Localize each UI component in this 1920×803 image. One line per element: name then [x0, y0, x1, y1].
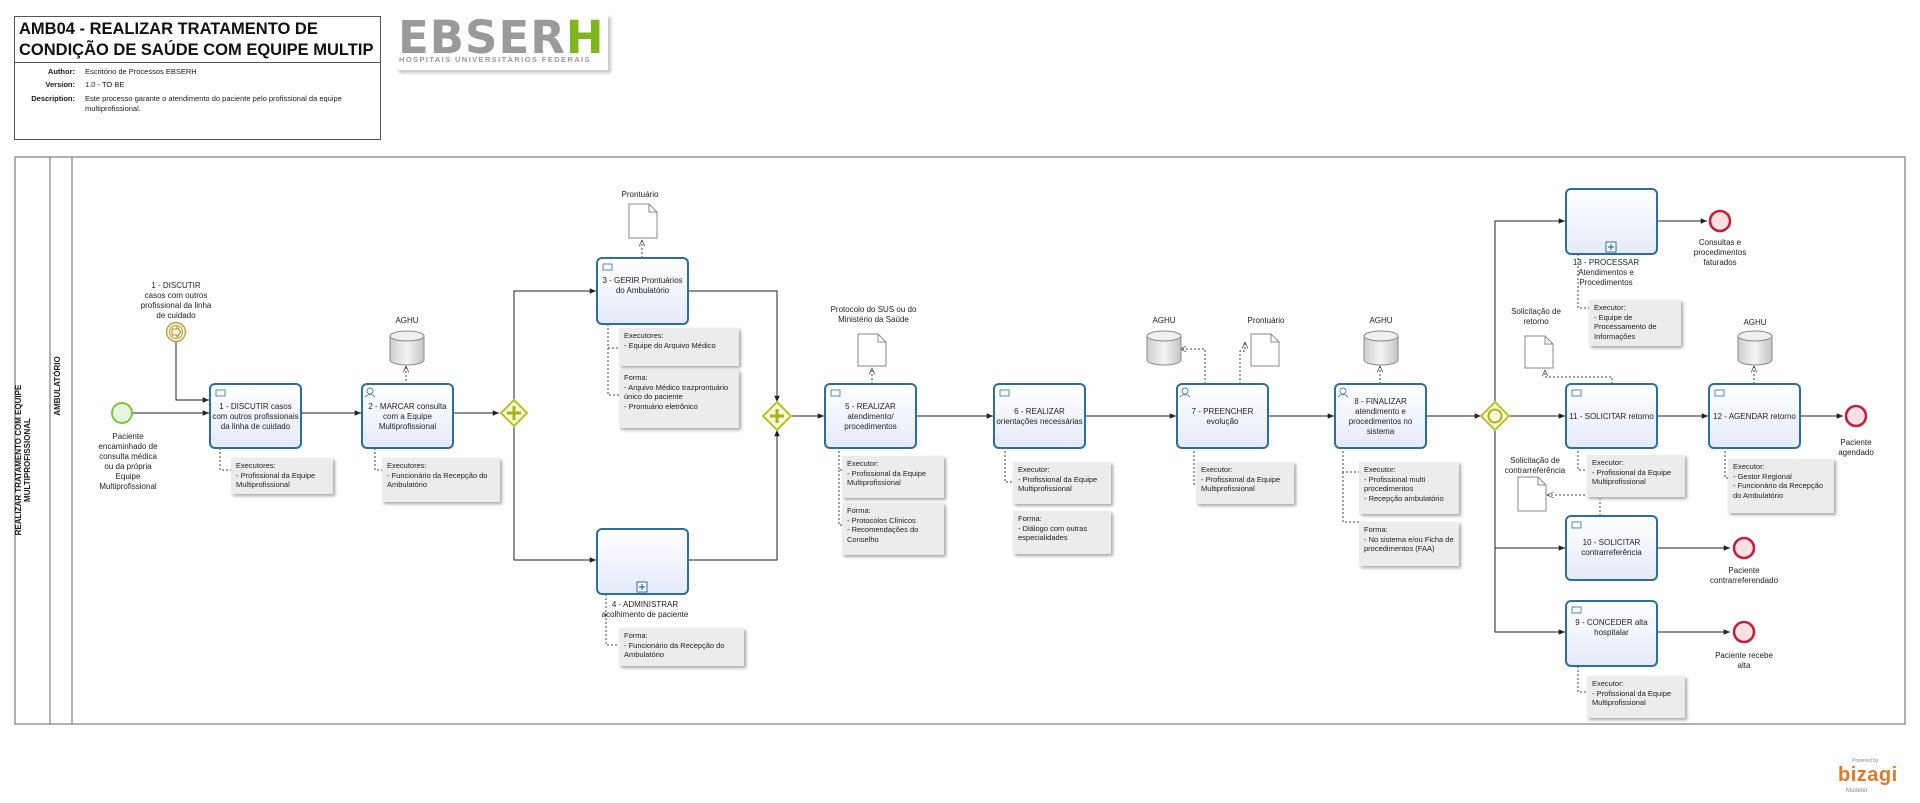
prontuario-label: Prontuário: [1247, 316, 1285, 325]
header-divider: [15, 62, 380, 63]
task-2: 2 - MARCAR consulta com a Equipe Multipr…: [368, 402, 447, 431]
document-icon: [857, 333, 887, 367]
author-value: Escritório de Processos EBSERH: [85, 67, 197, 76]
task-5: 5 - REALIZAR atendimento/ procedimentos: [844, 402, 897, 431]
end-event-agendado-label: Paciente agendado: [1838, 438, 1874, 457]
end-event-faturados-label: Consultas e procedimentos faturados: [1693, 238, 1747, 267]
aghu-datastore-icon: [1146, 330, 1182, 366]
task-7-shape: [1176, 383, 1269, 449]
annotation: Executor: - Profissional da Equipe Multi…: [1196, 462, 1294, 504]
document-icon: [1524, 335, 1554, 369]
lane-label: AMBULATÓRIO: [53, 356, 62, 416]
process-header: AMB04 - REALIZAR TRATAMENTO DE CONDIÇÃO …: [14, 16, 381, 140]
aghu-datastore-icon: [389, 330, 425, 366]
task-5-shape: [824, 383, 917, 449]
annotation: Forma: - Diálogo com outras especialidad…: [1013, 511, 1111, 554]
description-label: Description:: [31, 94, 75, 103]
task-8: 8 - FINALIZAR atendimento e procedimento…: [1348, 397, 1413, 436]
task-10-shape: [1565, 515, 1658, 581]
annotation: Executores: - Equipe do Arquivo Médico: [619, 328, 739, 366]
annotation: Forma: - Arquivo Médico trazprontuário ú…: [619, 370, 739, 428]
annotation: Executor: - Profissional da Equipe Multi…: [842, 456, 944, 498]
task-8-shape: [1334, 383, 1427, 449]
task-11-shape: [1565, 383, 1658, 449]
task-12-shape: [1708, 383, 1801, 449]
task-3-shape: [596, 257, 689, 325]
task-7: 7 - PREENCHER evolução: [1191, 407, 1254, 426]
logo-wordmark: EBSERH: [398, 11, 605, 64]
task-9-shape: [1565, 600, 1658, 667]
start-event: [111, 402, 133, 424]
solicitacao-contra-label: Solicitação de contrarreferência: [1504, 456, 1566, 475]
bizagi-logo: bizagi: [1838, 764, 1898, 786]
annotation: Executor: - Profissional da Equipe Multi…: [1013, 462, 1111, 504]
task-1-shape: [209, 383, 302, 449]
start-event-label: Paciente encaminhado de consulta médica …: [98, 432, 158, 491]
annotation: Executor: - Profissional multi procedime…: [1359, 462, 1459, 514]
task-6: 6 - REALIZAR orientações necessárias: [996, 407, 1083, 426]
annotation: Executor: - Profissional da Equipe Multi…: [1587, 676, 1685, 718]
sequence-flows: [132, 218, 1843, 635]
description-value: Este processo garante o atendimento do p…: [85, 94, 342, 113]
end-events: [1708, 209, 1868, 644]
aghu-label: AGHU: [1369, 316, 1393, 325]
task-6-shape: [993, 383, 1086, 449]
task-3: 3 - GERIR Prontuários do Ambulatório: [602, 276, 683, 295]
solicitacao-retorno-label: Solicitação de retorno: [1511, 307, 1561, 326]
task-9: 9 - CONCEDER alta hospitalar: [1575, 618, 1648, 637]
end-event-alta-label: Paciente recebe alta: [1715, 651, 1773, 670]
task-13-subprocess: [1565, 188, 1658, 255]
task-4-label: 4 - ADMINISTRAR acolhimento de paciente: [601, 600, 689, 619]
ebserh-logo: EBSERH HOSPITAIS UNIVERSITÁRIOS FEDERAIS: [396, 11, 608, 70]
aghu-datastore-icon: [1363, 330, 1399, 366]
prontuario-label: Prontuário: [621, 190, 659, 199]
document-icon: [1250, 333, 1280, 367]
task-12: 12 - AGENDAR retorno: [1713, 412, 1796, 421]
document-icon: [1517, 476, 1547, 512]
task-2-shape: [361, 383, 454, 449]
annotation: Forma: - Funcionário da Recepção do Ambu…: [619, 628, 744, 666]
annotation: Executores: - Funcionário da Recepção do…: [382, 458, 500, 502]
inclusive-gateway: [1479, 400, 1511, 432]
annotation: Forma: - Protocolos Clínicos - Recomenda…: [842, 503, 944, 555]
aghu-datastore-icon: [1737, 330, 1773, 366]
logo-subtitle: HOSPITAIS UNIVERSITÁRIOS FEDERAIS: [399, 55, 591, 64]
version-value: 1.0 - TO BE: [85, 80, 125, 89]
associations: [219, 240, 1754, 693]
author-label: Author:: [47, 67, 75, 76]
end-event-contra-label: Paciente contrarreferendado: [1709, 566, 1779, 585]
aghu-label: AGHU: [1743, 318, 1767, 327]
task-4-subprocess: [596, 528, 689, 595]
annotation: Executores: - Profissional da Equipe Mul…: [231, 458, 333, 494]
annotation: Forma: - No sistema e/ou Ficha de proced…: [1359, 522, 1459, 566]
task-13-label: 13 - PROCESSAR Atendimentos e Procedimen…: [1572, 258, 1640, 287]
task-1: 1 - DISCUTIR casos com outros profission…: [212, 402, 299, 431]
process-title: AMB04 - REALIZAR TRATAMENTO DE CONDIÇÃO …: [19, 20, 374, 59]
document-icon: [628, 203, 658, 239]
modeler-label: Modeler: [1846, 788, 1868, 794]
parallel-gateway-split: [499, 398, 529, 428]
intermediate-event: [165, 321, 187, 343]
parallel-gateway-join: [761, 400, 793, 432]
annotation: Executor: - Gestor Regional - Funcionári…: [1728, 459, 1834, 513]
version-label: Version:: [45, 80, 75, 89]
annotation: Executor: - Profissional da Equipe Multi…: [1587, 455, 1685, 497]
intermediate-event-label: 1 - DISCUTIR casos com outros profission…: [140, 281, 212, 320]
annotation: Executor: - Equipe de Processamento de I…: [1589, 300, 1681, 346]
pool-label: REALIZAR TRATAMENTO COM EQUIPE MULTIPROF…: [14, 384, 32, 536]
task-11: 11 - SOLICITAR retorno: [1569, 412, 1654, 421]
powered-by-label: Powered by: [1852, 758, 1879, 764]
aghu-label: AGHU: [1152, 316, 1176, 325]
task-10: 10 - SOLICITAR contrarreferência: [1581, 538, 1642, 557]
aghu-label: AGHU: [395, 316, 419, 325]
protocolo-label: Protocolo do SUS ou do Ministério da Saú…: [830, 305, 917, 324]
